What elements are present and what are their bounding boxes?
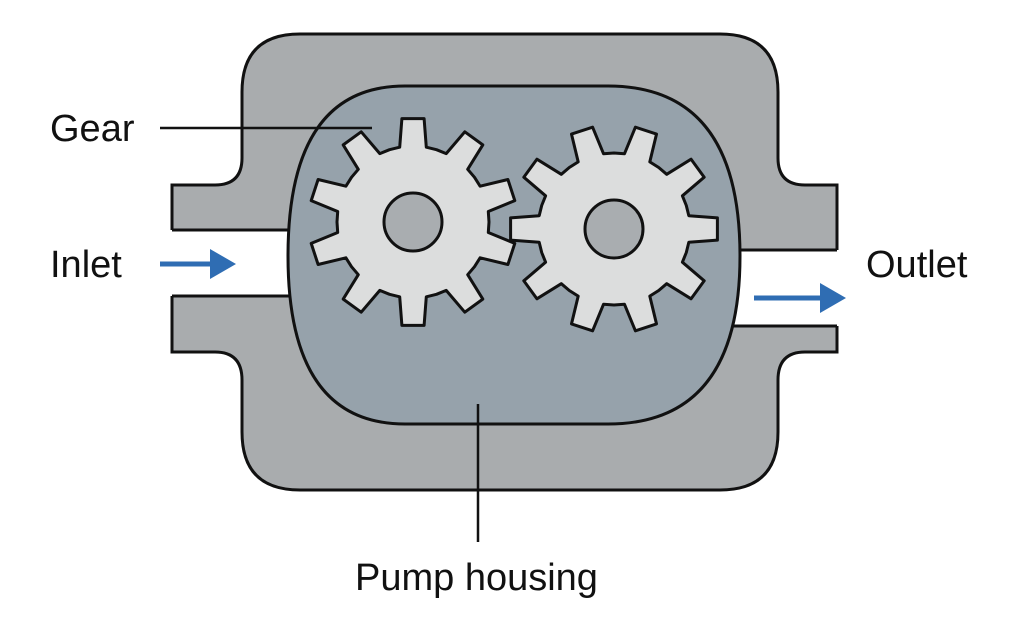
inlet-label: Inlet: [50, 244, 122, 286]
outlet-label: Outlet: [866, 244, 968, 286]
inlet-arrow-icon: [160, 249, 236, 279]
pump-housing-label: Pump housing: [355, 557, 598, 599]
right-gear: [509, 125, 719, 333]
left-gear: [309, 117, 517, 327]
gear-label: Gear: [50, 108, 135, 150]
right-gear-hub: [583, 198, 645, 260]
left-gear-hub: [382, 191, 444, 253]
outlet-arrow-icon: [754, 283, 846, 313]
